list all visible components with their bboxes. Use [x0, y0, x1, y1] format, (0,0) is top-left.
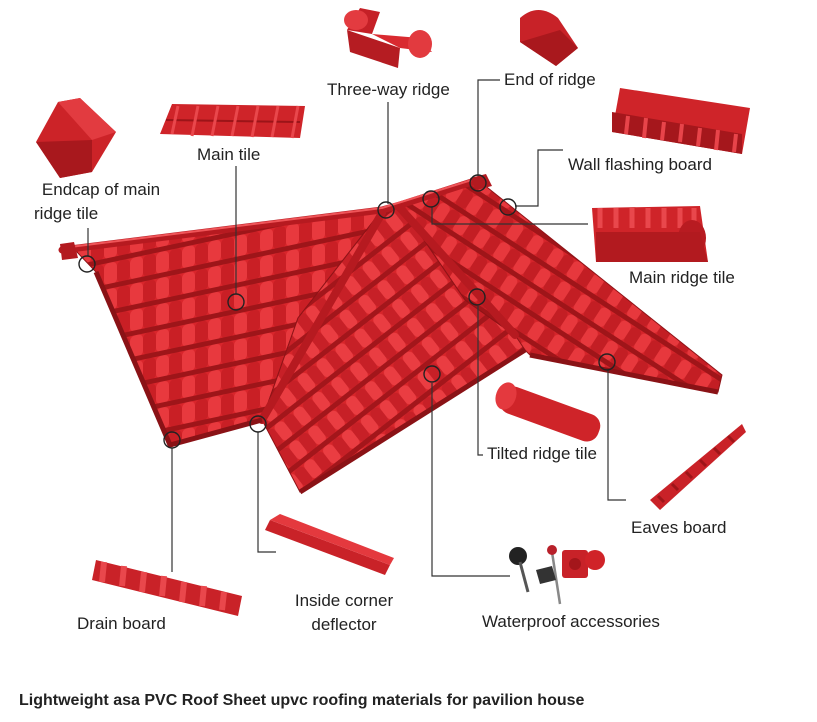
label-endcap-line2: ridge tile	[34, 204, 99, 223]
three-way-ridge-product	[344, 8, 432, 68]
leader-tilted-ridge-tile	[477, 306, 483, 456]
callout-endcap	[78, 255, 96, 273]
tilted-ridge-right	[396, 204, 519, 339]
callout-circles	[78, 174, 616, 449]
label-wall-flashing-board: Wall flashing board	[568, 155, 712, 174]
label-end-of-ridge: End of ridge	[504, 70, 596, 89]
end-of-ridge-product	[520, 10, 578, 66]
end-of-ridge-cap-roof	[470, 174, 492, 190]
wall-flashing-board-product	[612, 88, 750, 154]
main-ridge-tile-product	[592, 206, 708, 262]
callout-drain-board	[163, 431, 181, 449]
label-inside-corner-line1: Inside corner	[294, 591, 394, 610]
roof-illustration	[58, 174, 723, 495]
leader-wall-flashing	[515, 149, 563, 207]
label-main-ridge-tile: Main ridge tile	[629, 268, 735, 287]
image-caption: Lightweight asa PVC Roof Sheet upvc roof…	[19, 692, 585, 709]
leader-waterproof	[431, 383, 510, 577]
waterproof-accessories-product	[509, 545, 605, 605]
eaves-edge-left	[93, 271, 263, 448]
label-three-way-ridge: Three-way ridge	[327, 80, 450, 99]
main-ridge-line	[58, 176, 482, 254]
label-main-tile: Main tile	[197, 145, 261, 164]
callout-main-ridge-tile	[422, 190, 440, 208]
label-drain-board: Drain board	[77, 614, 166, 633]
leader-end-of-ridge	[477, 79, 500, 176]
eaves-edge-right	[529, 352, 719, 395]
callout-eaves-board	[598, 353, 616, 371]
callout-end-of-ridge	[469, 174, 487, 192]
label-eaves-board: Eaves board	[631, 518, 727, 537]
tilted-ridge-left	[258, 209, 386, 424]
endcap-roof-left	[60, 242, 78, 260]
label-inside-corner-deflector: Inside corner deflector	[280, 589, 408, 637]
leader-eaves-board	[607, 370, 626, 501]
roof-diagram-graphic	[36, 8, 750, 616]
leader-lines	[87, 79, 626, 577]
leader-main-ridge-tile	[431, 207, 588, 225]
callout-inside-corner	[249, 415, 267, 433]
callout-tilted-ridge-tile	[468, 288, 486, 306]
callout-three-way-ridge	[377, 201, 395, 219]
label-inside-corner-line2: deflector	[311, 615, 377, 634]
eaves-board-product	[650, 424, 746, 510]
tilted-ridge-tile-product	[495, 382, 601, 442]
callout-main-tile	[227, 293, 245, 311]
drain-board-product	[92, 560, 242, 616]
leader-inside-corner	[257, 432, 276, 553]
inside-corner-deflector-product	[265, 514, 394, 575]
label-tilted-ridge-tile: Tilted ridge tile	[487, 444, 597, 463]
main-tile-product	[160, 104, 305, 139]
eaves-edge-center	[298, 347, 527, 495]
main-ridge-highlight	[61, 177, 479, 249]
callout-wall-flashing	[499, 198, 517, 216]
endcap-main-ridge-product	[36, 98, 116, 178]
label-endcap-main-ridge-tile: Endcap of main ridge tile	[34, 178, 168, 226]
label-endcap-line1: Endcap of main	[41, 180, 161, 199]
label-waterproof-accessories: Waterproof accessories	[482, 612, 660, 631]
callout-waterproof	[423, 365, 441, 383]
roof-center-face	[261, 204, 526, 493]
